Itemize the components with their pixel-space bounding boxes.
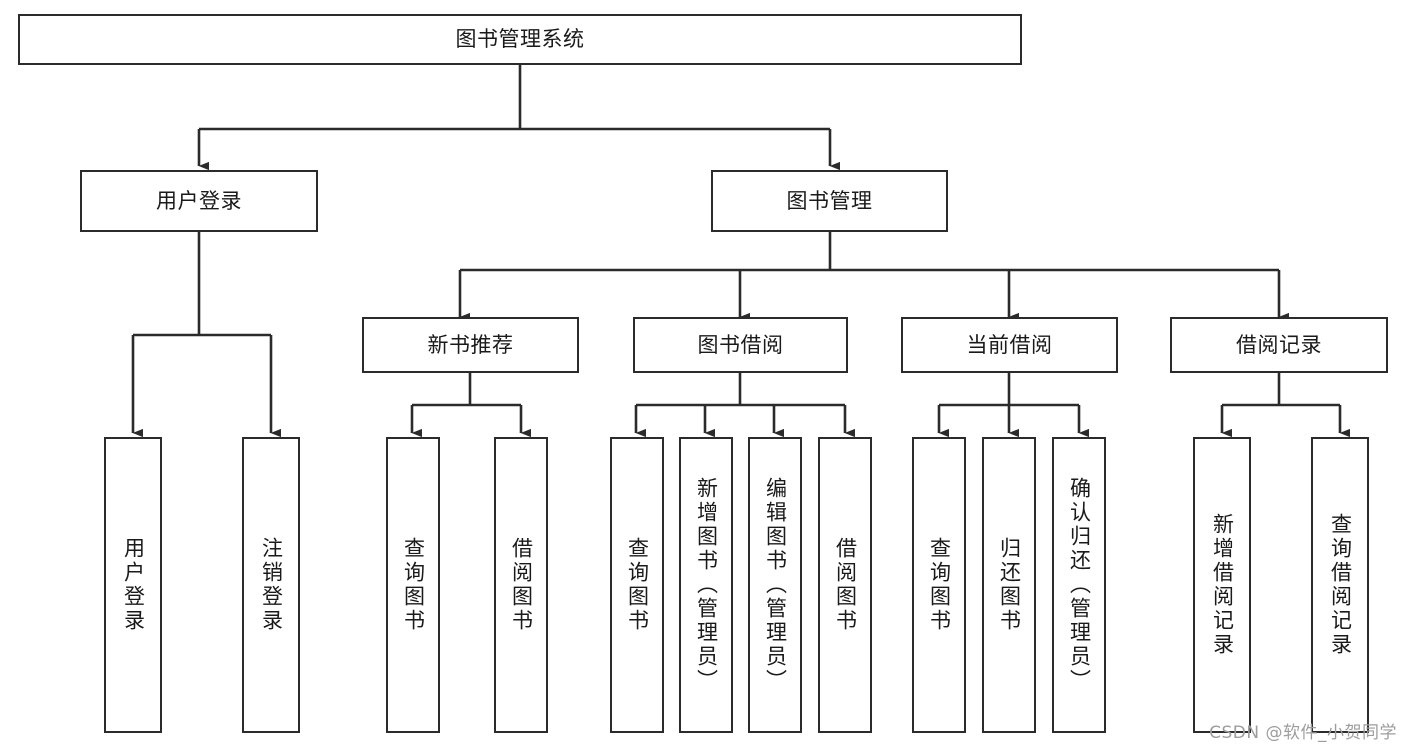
node-root-system-label: 图书管理系统 [455, 27, 585, 52]
node-current-borrow[interactable]: 当前借阅 [901, 317, 1118, 373]
node-leaf-borrow-borrow-book[interactable]: 借阅图书 [818, 437, 872, 733]
node-leaf-current-return-book-label: 归还图书 [997, 537, 1022, 633]
node-leaf-current-return-book[interactable]: 归还图书 [982, 437, 1036, 733]
node-leaf-newbook-borrow-book-label: 借阅图书 [509, 537, 534, 633]
node-user-login[interactable]: 用户登录 [80, 170, 318, 232]
node-leaf-current-query-book-label: 查询图书 [927, 537, 952, 633]
node-leaf-record-add-record[interactable]: 新增借阅记录 [1193, 437, 1251, 733]
node-leaf-record-add-record-label: 新增借阅记录 [1210, 513, 1235, 657]
node-leaf-borrow-edit-book-admin-label: 编辑图书（管理员） [763, 477, 788, 693]
node-leaf-user-login-label: 用户登录 [121, 537, 146, 633]
node-leaf-current-confirm-return-admin[interactable]: 确认归还（管理员） [1052, 437, 1106, 733]
node-root-system[interactable]: 图书管理系统 [18, 14, 1022, 65]
node-leaf-newbook-query-book-label: 查询图书 [401, 537, 426, 633]
node-leaf-newbook-query-book[interactable]: 查询图书 [386, 437, 440, 733]
node-leaf-logout[interactable]: 注销登录 [242, 437, 300, 733]
node-leaf-borrow-query-book[interactable]: 查询图书 [610, 437, 664, 733]
node-book-management[interactable]: 图书管理 [711, 170, 948, 232]
node-leaf-borrow-borrow-book-label: 借阅图书 [833, 537, 858, 633]
node-leaf-current-confirm-return-admin-label: 确认归还（管理员） [1067, 477, 1092, 693]
node-leaf-record-query-record[interactable]: 查询借阅记录 [1311, 437, 1369, 733]
node-new-book-recommend-label: 新书推荐 [427, 332, 514, 357]
node-borrow-record[interactable]: 借阅记录 [1170, 317, 1388, 373]
node-borrow-record-label: 借阅记录 [1236, 332, 1322, 357]
node-book-borrow[interactable]: 图书借阅 [633, 317, 848, 373]
node-current-borrow-label: 当前借阅 [966, 332, 1053, 357]
node-leaf-record-query-record-label: 查询借阅记录 [1328, 513, 1353, 657]
node-leaf-borrow-query-book-label: 查询图书 [625, 537, 650, 633]
node-leaf-borrow-add-book-admin-label: 新增图书（管理员） [694, 477, 719, 693]
node-book-management-label: 图书管理 [786, 188, 873, 213]
node-leaf-logout-label: 注销登录 [259, 537, 284, 633]
csdn-watermark: CSDN @软件_小贺同学 [1209, 723, 1397, 743]
node-leaf-borrow-add-book-admin[interactable]: 新增图书（管理员） [679, 437, 733, 733]
node-user-login-label: 用户登录 [156, 188, 242, 213]
node-leaf-user-login[interactable]: 用户登录 [104, 437, 162, 733]
node-leaf-borrow-edit-book-admin[interactable]: 编辑图书（管理员） [748, 437, 802, 733]
node-book-borrow-label: 图书借阅 [697, 332, 784, 357]
node-leaf-current-query-book[interactable]: 查询图书 [912, 437, 966, 733]
node-new-book-recommend[interactable]: 新书推荐 [362, 317, 579, 373]
node-leaf-newbook-borrow-book[interactable]: 借阅图书 [494, 437, 548, 733]
